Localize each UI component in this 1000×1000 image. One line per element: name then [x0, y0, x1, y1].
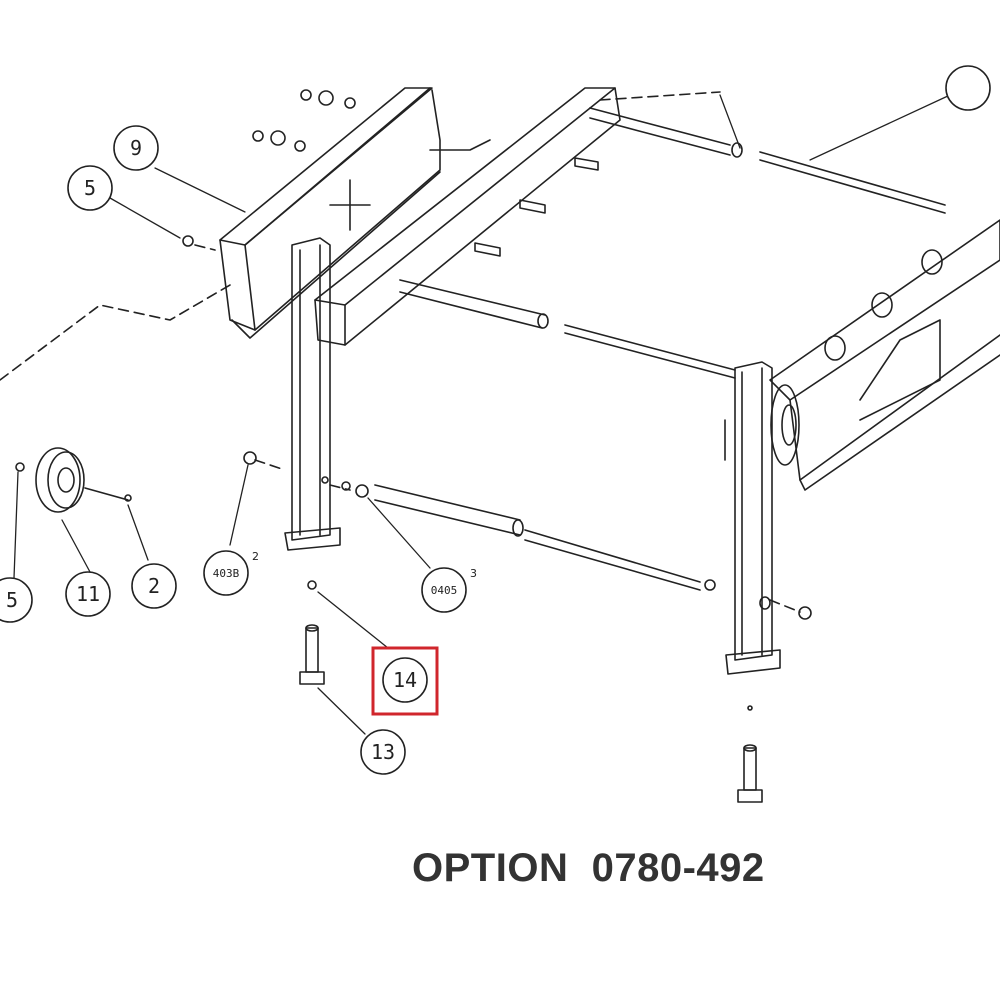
callout-11-circle: [65, 571, 111, 617]
cross-bars: [374, 107, 946, 591]
option-number: 0780-492: [591, 846, 765, 890]
option-label: OPTION 0780-492: [412, 846, 792, 896]
callout-top-right-circle: [945, 65, 991, 111]
callout-403: 403B: [213, 567, 240, 580]
phantom-lines: [0, 91, 801, 613]
callout-9: 9: [130, 136, 142, 160]
callout-13-circle: [360, 729, 406, 775]
callout-14: 14: [393, 668, 417, 692]
callout-403-circle: [203, 550, 249, 596]
bolt-right-leg: [737, 705, 763, 803]
left-leg: [284, 237, 341, 551]
callout-0405-circle: [421, 567, 467, 613]
right-side-rail: [769, 219, 1000, 491]
small-bolts-frame: [474, 157, 599, 257]
callout-5-left-circle: [0, 577, 33, 623]
callout-0405: 0405: [431, 584, 458, 597]
bolt-13: [299, 624, 325, 685]
highlight-box: [371, 646, 439, 716]
callout-14-circle: [382, 657, 428, 703]
wheel-11: [35, 447, 129, 513]
hardware-nuts: [15, 89, 812, 620]
callout-2-circle: [131, 563, 177, 609]
callout-9-circle: [113, 125, 159, 171]
callout-5-top-circle: [67, 165, 113, 211]
left-side-rail: [219, 87, 491, 339]
left-inner-rail: [314, 87, 621, 346]
leader-lines: [13, 94, 951, 735]
callout-5-left: 5: [6, 588, 18, 612]
right-leg: [724, 361, 781, 675]
callout-0405-superscript: 3: [470, 567, 477, 580]
callout-5-top: 5: [84, 176, 96, 200]
callout-403-superscript: 2: [252, 550, 259, 563]
callout-11: 11: [76, 582, 100, 606]
callout-13: 13: [371, 740, 395, 764]
option-word: OPTION: [412, 846, 569, 890]
callout-2: 2: [148, 574, 160, 598]
